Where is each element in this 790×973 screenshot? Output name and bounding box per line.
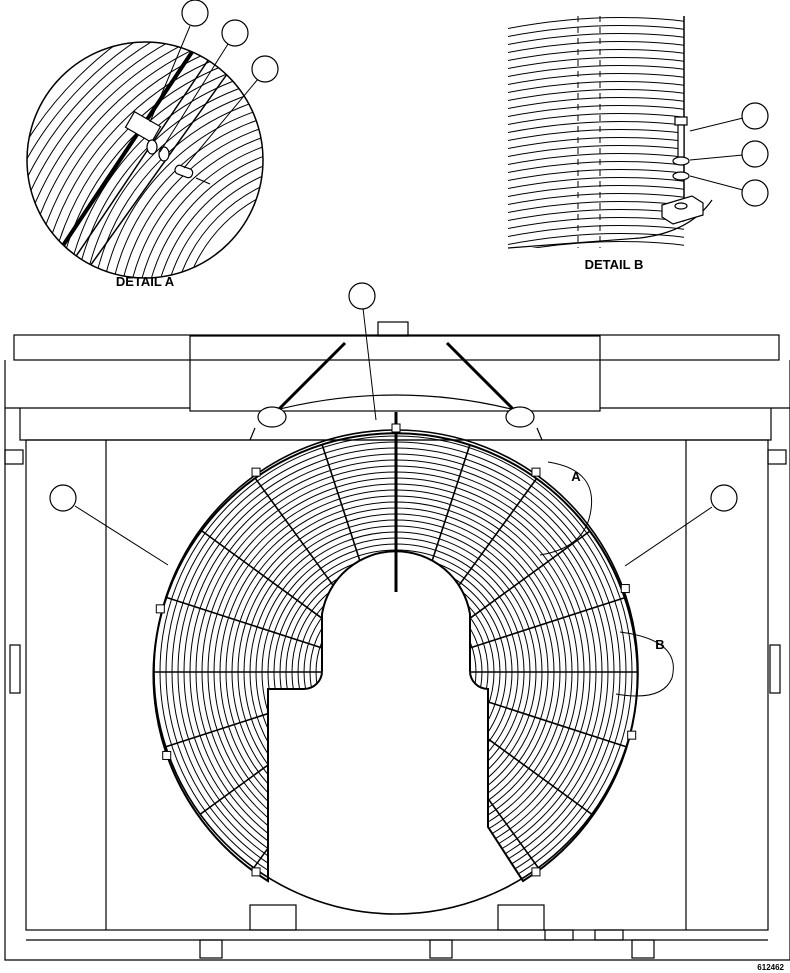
detail-b-wire bbox=[508, 121, 684, 133]
callout-main-top bbox=[348, 282, 376, 310]
detail-b-wire bbox=[508, 145, 684, 157]
detail-b-wire bbox=[508, 49, 684, 61]
guard-clip bbox=[531, 867, 541, 877]
guard-spoke bbox=[253, 475, 353, 612]
detail-b-wire bbox=[508, 97, 684, 109]
detail-b-wire bbox=[508, 233, 684, 245]
detail-b-wire bbox=[508, 57, 684, 69]
guard-clip bbox=[251, 467, 261, 477]
guard-ring bbox=[315, 591, 477, 753]
guard-spoke bbox=[439, 475, 539, 612]
detail-markers bbox=[539, 461, 674, 697]
detail-a-wire bbox=[143, 143, 263, 278]
guard-ring bbox=[297, 573, 495, 771]
figure-number: 612462 bbox=[757, 963, 784, 972]
guard-spoke bbox=[439, 732, 539, 869]
detail-b-wire bbox=[531, 241, 684, 248]
detail-a-wire bbox=[98, 98, 263, 278]
detail-marker-a: A bbox=[571, 469, 581, 484]
detail-b-wire bbox=[508, 169, 684, 181]
detail-b-wire bbox=[508, 129, 684, 141]
guard-ring bbox=[303, 579, 489, 765]
callout-a1 bbox=[181, 0, 209, 27]
guard-clip bbox=[162, 750, 172, 760]
callout-main-left bbox=[49, 484, 77, 512]
guard-clip bbox=[620, 584, 630, 594]
left-latch bbox=[9, 644, 21, 694]
detail-a-wire bbox=[89, 89, 263, 278]
detail-b-guard-wires bbox=[508, 17, 684, 248]
detail-a-wire bbox=[107, 107, 263, 278]
detail-a-fasteners bbox=[124, 110, 211, 185]
detail-b-wire bbox=[508, 89, 684, 101]
detail-a-wire bbox=[27, 42, 263, 278]
guard-spoke bbox=[467, 596, 627, 650]
detail-b-wire bbox=[508, 153, 684, 165]
detail-b-wire bbox=[508, 73, 684, 85]
detail-a-wire bbox=[152, 152, 263, 278]
guard-ring bbox=[291, 567, 501, 777]
detail-b-caption: DETAIL B bbox=[585, 257, 644, 272]
detail-b-wire bbox=[508, 161, 684, 173]
guard-clip bbox=[531, 467, 541, 477]
detail-b-wire bbox=[508, 177, 684, 189]
detail-a-boundary bbox=[26, 41, 264, 279]
detail-a-wire bbox=[125, 125, 263, 278]
right-rod-mount bbox=[505, 406, 535, 428]
detail-a-wire bbox=[35, 42, 263, 278]
callout-main-right bbox=[710, 484, 738, 512]
detail-b-fasteners bbox=[661, 116, 704, 225]
detail-b-wire bbox=[508, 193, 684, 205]
detail-b-wire bbox=[508, 225, 684, 237]
detail-a: DETAIL A bbox=[26, 0, 279, 289]
guard-spoke bbox=[467, 694, 627, 748]
detail-a-wire bbox=[62, 62, 263, 278]
right-latch bbox=[769, 644, 781, 694]
detail-b-wire bbox=[508, 81, 684, 93]
guard-clip bbox=[155, 604, 165, 614]
callout-a3 bbox=[251, 55, 279, 83]
detail-a-caption: DETAIL A bbox=[116, 274, 175, 289]
detail-b: DETAIL B bbox=[507, 16, 769, 272]
detail-b-wire bbox=[508, 41, 684, 53]
fan-guard-clips bbox=[155, 423, 637, 877]
detail-b-wire bbox=[508, 105, 684, 117]
detail-a-radial-bar bbox=[38, 42, 202, 278]
guard-spoke bbox=[199, 529, 336, 629]
fan-guard bbox=[152, 432, 639, 883]
guard-spoke bbox=[456, 715, 593, 815]
detail-b-wire bbox=[508, 137, 684, 149]
top-tank bbox=[189, 335, 601, 412]
detail-b-wire bbox=[508, 217, 684, 229]
detail-a-wire bbox=[116, 116, 263, 278]
detail-b-wire bbox=[508, 65, 684, 77]
detail-a-wire bbox=[27, 42, 263, 278]
guard-clip bbox=[391, 423, 401, 433]
guard-spoke bbox=[418, 743, 472, 881]
detail-b-wire bbox=[508, 17, 684, 29]
guard-ring bbox=[309, 585, 483, 759]
guard-spoke bbox=[456, 529, 593, 629]
left-rod-mount bbox=[257, 406, 287, 428]
detail-b-wire bbox=[508, 185, 684, 197]
guard-spoke bbox=[320, 743, 374, 881]
callout-b1 bbox=[741, 102, 769, 130]
guard-clip bbox=[251, 867, 261, 877]
detail-b-wire bbox=[508, 33, 684, 45]
guard-spoke bbox=[165, 596, 325, 650]
callout-a2 bbox=[221, 19, 249, 47]
guard-clip bbox=[627, 730, 637, 740]
detail-b-wire bbox=[508, 113, 684, 125]
detail-marker-b: B bbox=[655, 637, 664, 652]
top-rail bbox=[13, 334, 780, 361]
detail-b-wire bbox=[508, 25, 684, 37]
callout-b3 bbox=[741, 179, 769, 207]
detail-a-wire bbox=[179, 179, 263, 278]
fill-neck bbox=[377, 321, 409, 337]
callout-b2 bbox=[741, 140, 769, 168]
